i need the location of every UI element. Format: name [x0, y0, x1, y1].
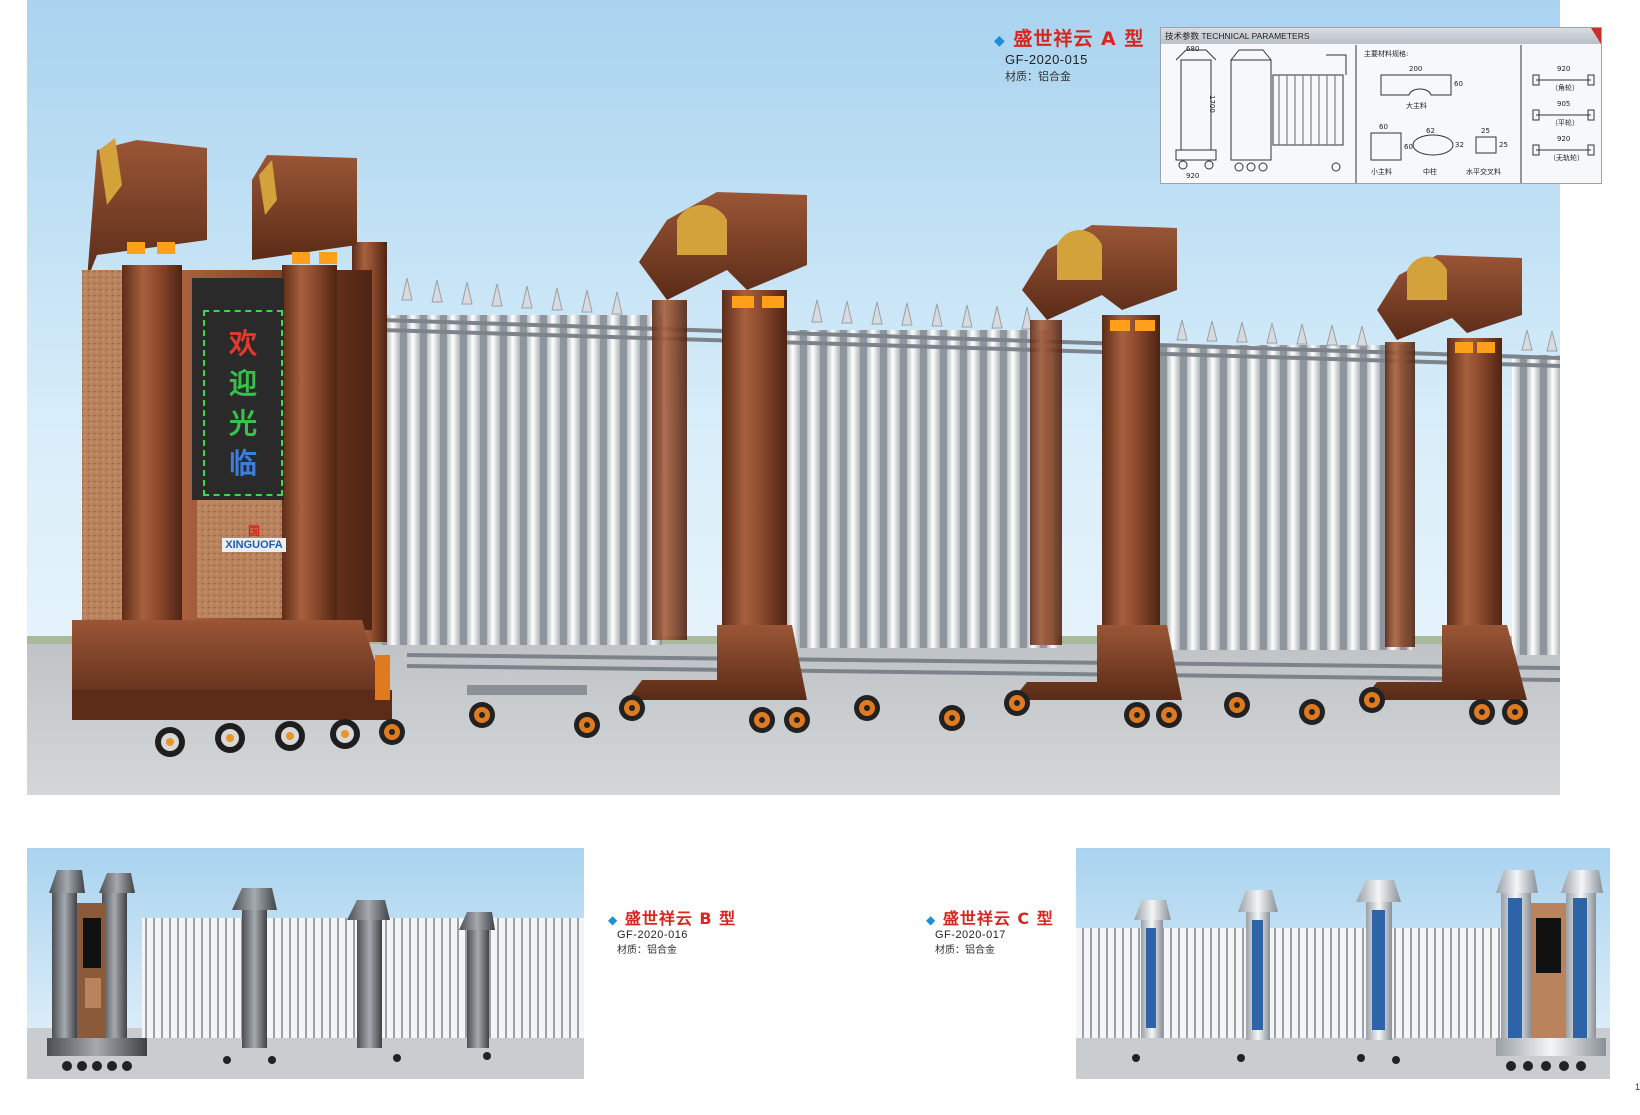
dim-width-bottom: 920: [1186, 172, 1200, 180]
product-b-title: ◆ 盛世祥云 B 型: [608, 905, 736, 929]
product-a-code: GF-2020-015: [1005, 52, 1088, 67]
page-number: 1: [1634, 1082, 1640, 1092]
middle-side: 32: [1455, 141, 1464, 149]
tech-drawings: [1175, 45, 1595, 183]
sign-char: 光: [228, 407, 257, 440]
product-a-material: 材质：铝合金: [1005, 71, 1071, 83]
sign-char: 临: [228, 447, 257, 480]
small-main-size: 60: [1379, 123, 1388, 131]
gate-b-illustration: [27, 848, 584, 1079]
tech-body: 680 1700 920 主要材料规格: 200 60 大主料 60 60 小主…: [1161, 45, 1601, 183]
big-main-name: 大主料: [1406, 102, 1427, 110]
cross-name: 水平交叉料: [1466, 168, 1501, 176]
wheel-name: （平轮）: [1551, 119, 1579, 127]
wheel-size: 920: [1557, 135, 1571, 143]
wheel-size: 920: [1557, 65, 1571, 73]
technical-parameters-panel: 技术参数 TECHNICAL PARAMETERS: [1160, 27, 1602, 184]
middle-name: 中柱: [1423, 168, 1437, 176]
wheel-name: （角轮）: [1551, 84, 1579, 92]
product-a-title-text: 盛世祥云 A 型: [1013, 28, 1145, 50]
product-c-title: ◆ 盛世祥云 C 型: [926, 905, 1054, 929]
product-c-caption: ◆ 盛世祥云 C 型 GF-2020-017 材质：铝合金: [926, 905, 1054, 956]
brand-logo-text: XINGUOFA: [222, 538, 286, 552]
product-c-material: 材质：铝合金: [935, 945, 995, 956]
diamond-icon: ◆: [994, 33, 1006, 49]
wheel-size: 905: [1557, 100, 1571, 108]
dim-height: 1700: [1208, 95, 1216, 113]
dim-width-top: 680: [1186, 45, 1200, 53]
cross-size: 25: [1481, 127, 1490, 135]
small-main-name: 小主料: [1371, 168, 1392, 176]
wheel-name: （无轨轮）: [1549, 154, 1584, 162]
led-welcome-sign: 欢 迎 光 临: [203, 310, 283, 496]
product-b-title-text: 盛世祥云 B 型: [624, 909, 737, 928]
product-b-material: 材质：铝合金: [617, 945, 677, 956]
materials-label: 主要材料规格:: [1364, 50, 1409, 58]
product-c-title-text: 盛世祥云 C 型: [942, 909, 1054, 928]
middle-size: 62: [1426, 127, 1435, 135]
brand-logo: 国 XINGUOFA: [222, 524, 286, 564]
big-main-side: 60: [1454, 80, 1463, 88]
diamond-icon: ◆: [926, 913, 937, 927]
corner-flag-icon: [1591, 28, 1601, 44]
product-b-code: GF-2020-016: [617, 929, 688, 941]
tech-header-text: 技术参数 TECHNICAL PARAMETERS: [1165, 31, 1310, 41]
small-main-side: 60: [1404, 143, 1413, 151]
diamond-icon: ◆: [608, 913, 619, 927]
product-c-code: GF-2020-017: [935, 929, 1006, 941]
product-a-caption: ◆ 盛世祥云 A 型 GF-2020-015 材质：铝合金: [994, 24, 1144, 84]
product-a-title: ◆ 盛世祥云 A 型: [994, 24, 1144, 51]
brand-logo-mark: 国: [247, 524, 260, 538]
sign-char: 欢: [228, 327, 257, 360]
cross-side: 25: [1499, 141, 1508, 149]
product-b-caption: ◆ 盛世祥云 B 型 GF-2020-016 材质：铝合金: [608, 905, 736, 956]
gate-c-illustration: [1076, 848, 1610, 1079]
big-main-size: 200: [1409, 65, 1423, 73]
sign-char: 迎: [228, 367, 257, 400]
tech-header: 技术参数 TECHNICAL PARAMETERS: [1161, 28, 1601, 44]
